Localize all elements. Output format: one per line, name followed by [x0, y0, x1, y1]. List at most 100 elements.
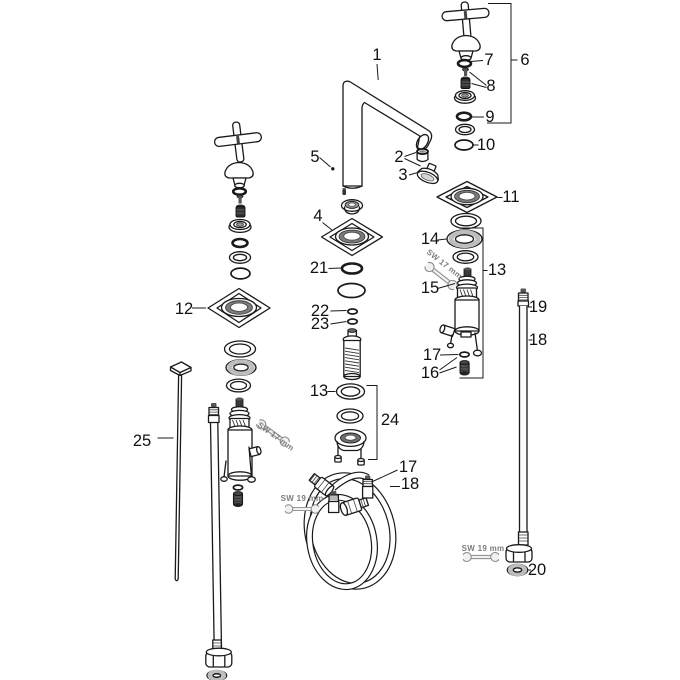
- callout-7: 7: [484, 51, 493, 69]
- o-ring-left-top: [231, 187, 248, 197]
- leader-lines: [157, 3, 533, 571]
- handle-adapter-left: [235, 204, 246, 218]
- wrench-size-label-sw19-right: SW 19 mm: [462, 544, 505, 553]
- grub-screw-dot: [331, 167, 335, 171]
- hose-nipple-down: [327, 491, 340, 514]
- callout-labels: 1 2 3 4 5 6 7 8 9 10 11 12 13 13 14 15 1…: [133, 46, 547, 579]
- seal-ring-14: [446, 229, 483, 249]
- mounting-flange: [334, 428, 367, 452]
- handle-adapter-8: [460, 76, 471, 89]
- washer-left: [206, 669, 228, 680]
- callout-13-right: 13: [488, 261, 506, 279]
- seal-ring-left-1: [223, 340, 257, 358]
- supply-hose-left: [205, 403, 233, 680]
- callout-24: 24: [381, 411, 399, 429]
- center-connection-hose: [303, 471, 397, 591]
- o-ring-left-cartridge: [232, 484, 244, 491]
- spout-base-nut: [340, 199, 364, 215]
- callout-20: 20: [528, 561, 546, 579]
- spout-set-screw: [342, 188, 347, 190]
- bracket-13-right: [459, 227, 488, 379]
- callout-17-center: 17: [399, 458, 417, 476]
- cross-handle-right: [441, 1, 490, 39]
- callout-6: 6: [520, 51, 529, 69]
- callout-16: 16: [421, 364, 439, 382]
- o-ring-left-mid: [231, 237, 249, 249]
- wrench-size-label-sw17-left: SW 17 mm: [256, 420, 296, 452]
- wrench-sw19-center-icon: [284, 504, 320, 514]
- seal-ring-left-top: [228, 251, 252, 264]
- seal-ring-left-2: [225, 359, 257, 376]
- center-column: [320, 199, 384, 466]
- escutcheon-right: [436, 180, 498, 214]
- callout-1: 1: [372, 46, 381, 64]
- callout-11: 11: [502, 188, 519, 206]
- wrench-size-label-sw19-center: SW 19 mm: [281, 494, 324, 503]
- callout-21: 21: [310, 259, 328, 277]
- callout-2: 2: [394, 148, 403, 166]
- seal-ring-right-2: [452, 250, 479, 264]
- escutcheon-right-group: [436, 180, 498, 264]
- screw-16: [459, 360, 470, 376]
- callout-3: 3: [398, 166, 407, 184]
- cartridge-right: [439, 267, 483, 376]
- collar-nut-right: [453, 90, 477, 104]
- o-ring-23: [346, 318, 359, 325]
- o-ring-21: [340, 262, 364, 275]
- o-ring-left-low: [230, 267, 251, 280]
- collar-nut-left: [228, 218, 252, 234]
- o-ring-9: [455, 111, 473, 122]
- cross-handle-left: [213, 121, 262, 163]
- o-ring-7: [456, 58, 473, 69]
- aerator-outlet: [416, 162, 440, 185]
- seal-ring-center-2: [336, 408, 364, 424]
- spout-body: [342, 80, 433, 187]
- callout-18-center: 18: [401, 475, 419, 493]
- handle-assembly-left: [207, 121, 271, 393]
- handle-screw-8: [462, 67, 469, 76]
- spout-assembly: [331, 80, 440, 195]
- callout-19: 19: [529, 298, 547, 316]
- seal-ring-left-3: [225, 378, 252, 393]
- callout-23: 23: [311, 315, 329, 333]
- callout-8: 8: [486, 77, 495, 95]
- callout-15: 15: [421, 279, 439, 297]
- callout-10: 10: [477, 136, 495, 154]
- cartridge-left: [220, 397, 262, 507]
- callout-17-right: 17: [423, 346, 441, 364]
- screw-left-cartridge: [232, 491, 244, 507]
- callout-13-center: 13: [310, 382, 328, 400]
- aerator-insert: [416, 147, 429, 163]
- seal-ring-13-center: [335, 383, 366, 400]
- bracket-24: [366, 385, 378, 460]
- o-ring-10: [454, 139, 474, 151]
- bracket-6: [487, 3, 518, 124]
- callout-18-right: 18: [529, 331, 547, 349]
- callout-5: 5: [310, 148, 319, 166]
- washer-20: [506, 563, 529, 577]
- wrench-sw19-right-icon: [462, 552, 500, 562]
- hose-union-nut: [339, 497, 370, 517]
- flange-bolts: [334, 445, 365, 466]
- callout-4: 4: [313, 207, 322, 225]
- callout-22: 22: [311, 302, 329, 320]
- seal-ring-right-1: [450, 212, 482, 230]
- hose-nut-right: [505, 544, 533, 563]
- o-ring-17-right: [459, 351, 470, 358]
- callout-12: 12: [175, 300, 193, 318]
- hose-nut-left: [205, 647, 233, 668]
- handle-assembly-right: [441, 1, 490, 151]
- escutcheon-left: [207, 287, 271, 329]
- escutcheon-center: [320, 217, 384, 257]
- hose-nipple-up: [361, 475, 374, 499]
- supply-hose-right: [505, 288, 533, 577]
- callout-9: 9: [485, 108, 494, 126]
- threaded-adapter: [342, 328, 362, 381]
- o-ring-22: [346, 308, 359, 315]
- callout-14: 14: [421, 230, 439, 248]
- seal-ring-right-top: [454, 123, 476, 136]
- lift-rod: [169, 361, 192, 582]
- o-ring-large-center: [337, 282, 366, 299]
